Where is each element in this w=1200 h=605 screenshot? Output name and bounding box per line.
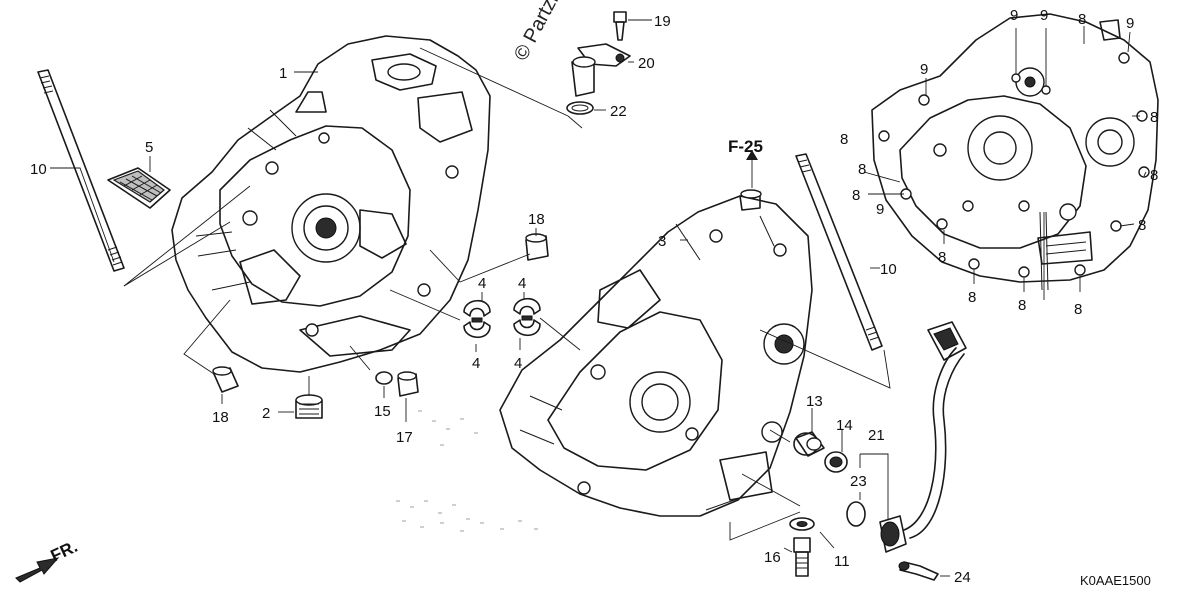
front-direction-arrow: FR. (15, 537, 81, 583)
dowel-pin-left (212, 366, 239, 393)
stud-bolt-left (37, 69, 125, 272)
callout-8[interactable]: 8 (1018, 297, 1026, 314)
reference-arrow (746, 150, 758, 188)
callout-9[interactable]: 9 (876, 201, 884, 218)
callout-8[interactable]: 8 (1138, 217, 1146, 234)
shadow-stipple (396, 410, 538, 532)
callout-3[interactable]: 3 (658, 233, 666, 250)
bolt-19 (613, 11, 627, 41)
crankcase-inner-view (871, 13, 1159, 291)
callout-8[interactable]: 8 (938, 249, 946, 266)
callout-8[interactable]: 8 (1150, 167, 1158, 184)
copyright-watermark: © Partzilla (510, 0, 573, 64)
callout-9[interactable]: 9 (1040, 7, 1048, 24)
callout-8[interactable]: 8 (852, 187, 860, 204)
dowel-pin-17 (397, 371, 419, 397)
callout-1[interactable]: 1 (279, 65, 287, 82)
crank-bearing-right-pair (513, 297, 541, 337)
o-ring-22 (566, 101, 594, 115)
callout-14[interactable]: 14 (836, 417, 853, 434)
sensor-20 (571, 43, 631, 97)
bolt-16 (793, 537, 811, 577)
left-crankcase (171, 35, 491, 373)
callout-5[interactable]: 5 (145, 139, 153, 156)
callout-10[interactable]: 10 (880, 261, 897, 278)
callout-19[interactable]: 19 (654, 13, 671, 30)
callout-labels: 1 2 3 4 4 4 4 5 8 8 8 8 8 8 8 8 8 8 8 9 … (30, 7, 1158, 586)
callout-8[interactable]: 8 (858, 161, 866, 178)
o-ring-15 (375, 371, 393, 385)
drain-plug (295, 394, 323, 419)
callout-24[interactable]: 24 (954, 569, 971, 586)
callout-4[interactable]: 4 (478, 275, 486, 292)
callout-8[interactable]: 8 (1150, 109, 1158, 126)
washer-11 (789, 517, 815, 531)
stud-bolt-right (795, 153, 883, 351)
dowel-pin-right (525, 233, 549, 261)
callout-2[interactable]: 2 (262, 405, 270, 422)
callout-9[interactable]: 9 (1126, 15, 1134, 32)
callout-17[interactable]: 17 (396, 429, 413, 446)
callout-8[interactable]: 8 (968, 289, 976, 306)
callout-11[interactable]: 11 (834, 553, 850, 570)
bearing-13 (793, 431, 825, 457)
oil-seal-14 (824, 451, 848, 473)
oil-strainer-screen (107, 167, 171, 209)
callout-9[interactable]: 9 (920, 61, 928, 78)
callout-8[interactable]: 8 (1074, 301, 1082, 318)
crank-bearing-left-pair (463, 299, 491, 339)
callout-16[interactable]: 16 (764, 549, 781, 566)
callout-9[interactable]: 9 (1010, 7, 1018, 24)
callout-23[interactable]: 23 (850, 473, 867, 490)
callout-4[interactable]: 4 (472, 355, 480, 372)
neutral-switch-harness (879, 321, 967, 553)
diagram-reference-code: K0AAE1500 (1080, 573, 1151, 588)
callout-8[interactable]: 8 (840, 131, 848, 148)
bolt-24 (898, 561, 939, 581)
callout-4[interactable]: 4 (518, 275, 526, 292)
callout-15[interactable]: 15 (374, 403, 391, 420)
reference-f25[interactable]: F-25 (728, 137, 763, 156)
callout-18[interactable]: 18 (528, 211, 545, 228)
callout-10[interactable]: 10 (30, 161, 47, 178)
callout-20[interactable]: 20 (638, 55, 655, 72)
callout-22[interactable]: 22 (610, 103, 627, 120)
leader-lines (50, 19, 1147, 577)
callout-13[interactable]: 13 (806, 393, 823, 410)
callout-18[interactable]: 18 (212, 409, 229, 426)
callout-4[interactable]: 4 (514, 355, 522, 372)
callout-8[interactable]: 8 (1078, 11, 1086, 28)
callout-21[interactable]: 21 (868, 427, 885, 444)
right-crankcase (499, 189, 813, 517)
o-ring-23 (846, 501, 866, 527)
